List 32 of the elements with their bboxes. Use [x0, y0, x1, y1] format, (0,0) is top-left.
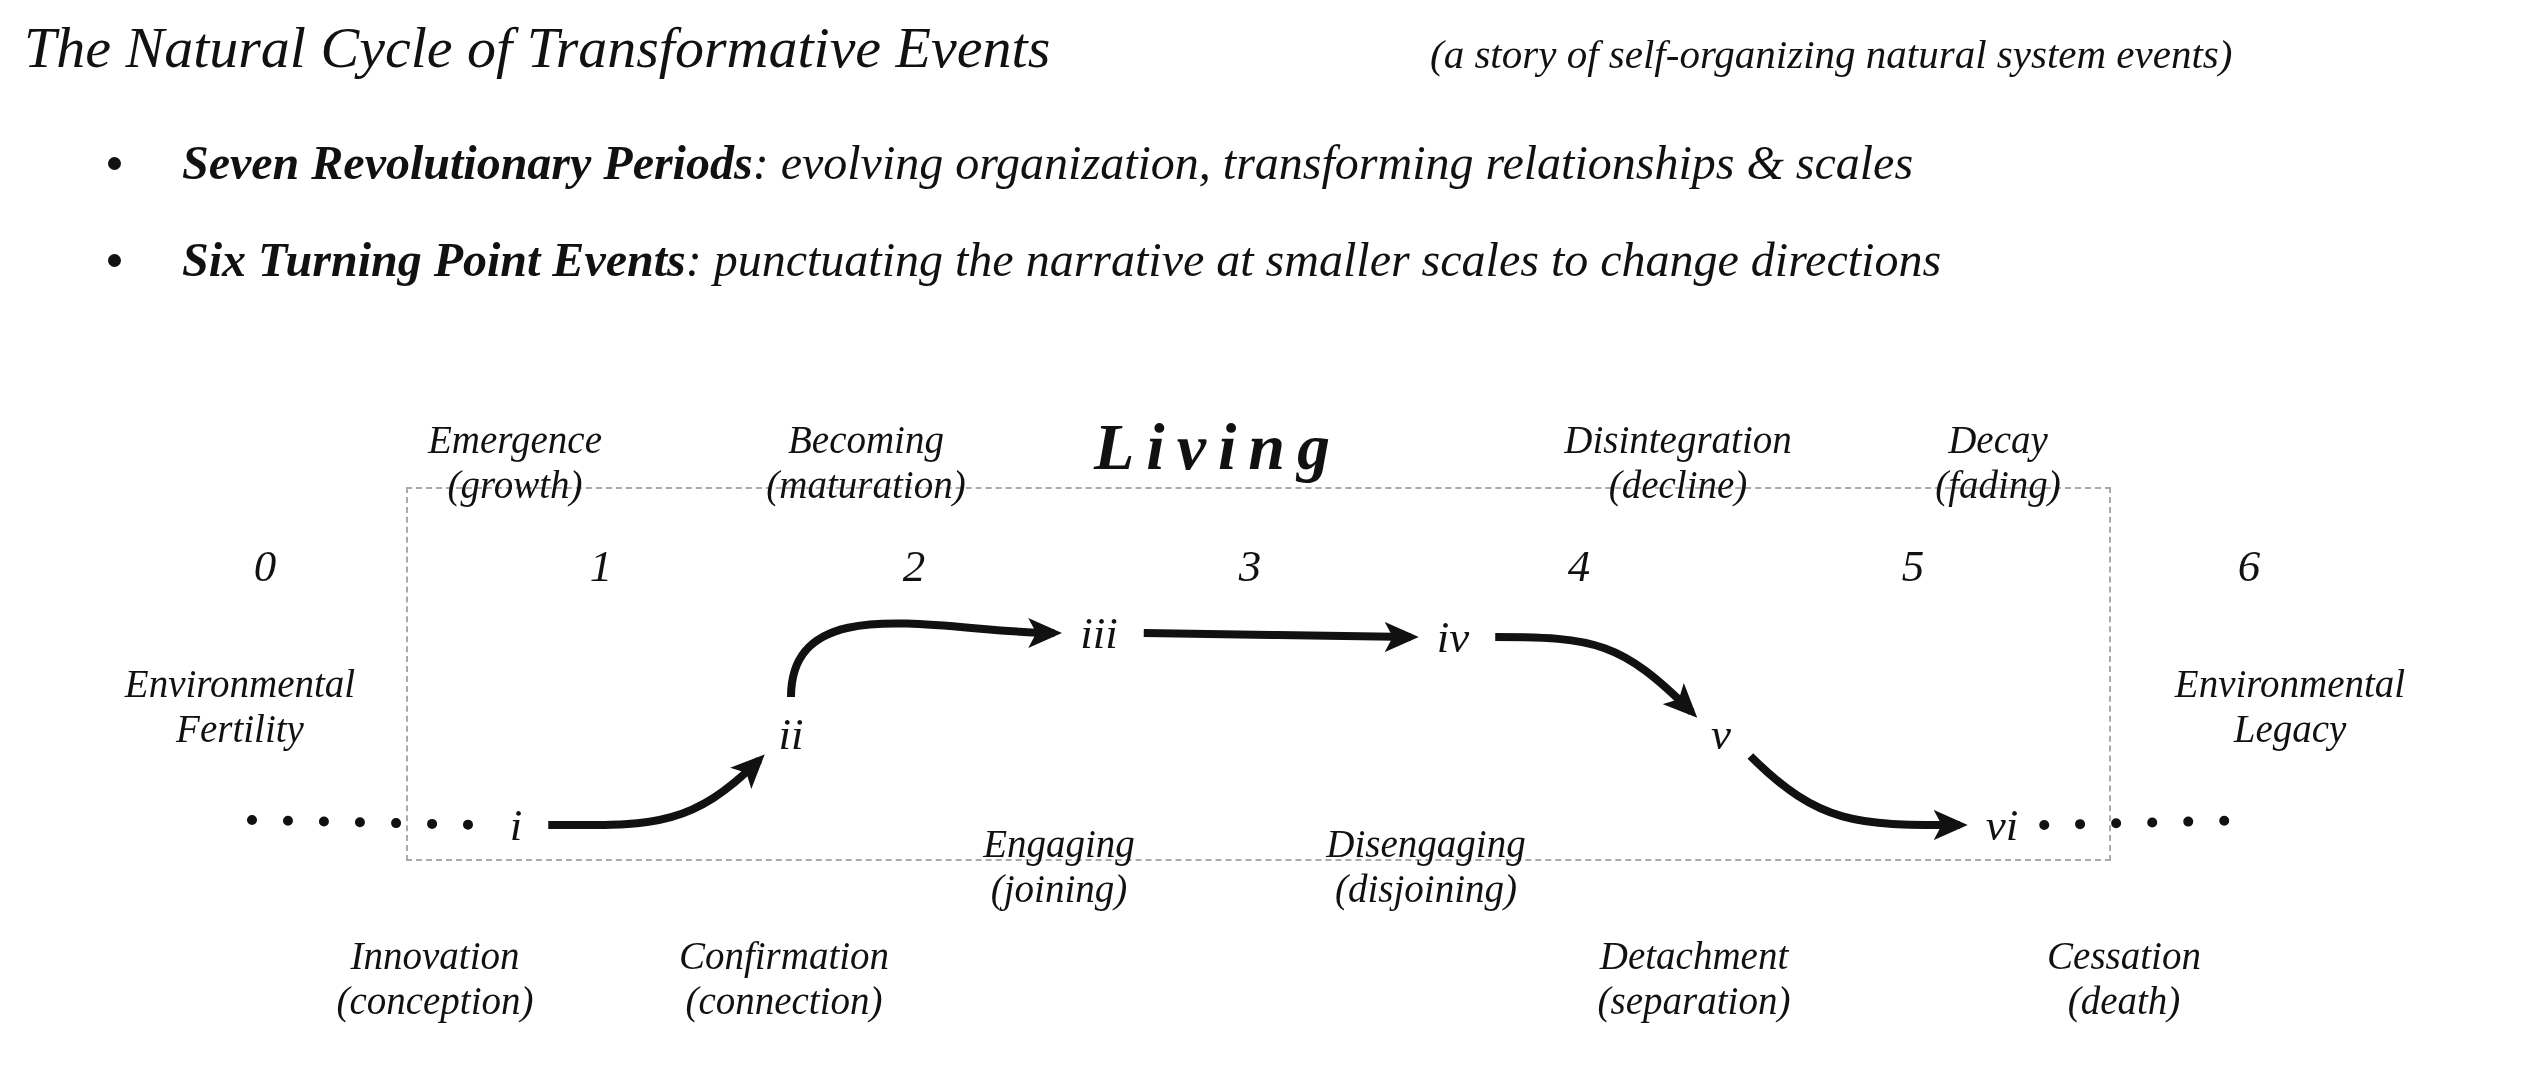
period-label: Decay (fading) — [1934, 417, 2062, 507]
event-label: Confirmation (connection) — [677, 933, 891, 1023]
event-numeral: v — [1707, 708, 1735, 760]
period-label: Becoming (maturation) — [765, 417, 967, 507]
event-label: Cessation (death) — [2046, 933, 2202, 1023]
arrow — [787, 617, 1063, 698]
event-numeral: vi — [1981, 799, 2023, 851]
period-number: 3 — [1238, 540, 1262, 592]
arrow — [1747, 753, 1968, 840]
environment-label: Environmental Fertility — [123, 661, 357, 751]
bullet-text: Six Turning Point Events: punctuating the narrative at smaller scales to change directions — [182, 232, 1942, 287]
period-number: 6 — [2237, 540, 2261, 592]
event-numeral: iii — [1076, 607, 1122, 659]
period-number: 2 — [902, 540, 926, 592]
event-label: Detachment (separation) — [1596, 933, 1792, 1023]
event-numeral: iv — [1432, 611, 1474, 663]
environment-label: Environmental Legacy — [2173, 661, 2407, 751]
period-number: 1 — [589, 540, 613, 592]
event-label: Disengaging (disjoining) — [1325, 821, 1527, 911]
event-numeral: ii — [774, 708, 808, 760]
period-number: 4 — [1567, 540, 1591, 592]
bullet-text: Seven Revolutionary Periods: evolving organization, transforming relationships & scales — [182, 135, 1914, 190]
event-label: Innovation (conception) — [335, 933, 535, 1023]
group-title: Living — [1094, 409, 1342, 485]
period-number: 0 — [253, 540, 277, 592]
subtitle: (a story of self-organizing natural system events) — [1430, 30, 2233, 78]
period-label: Emergence (growth) — [426, 417, 603, 507]
title: The Natural Cycle of Transformative Events — [24, 14, 1051, 81]
period-label: Disintegration (decline) — [1563, 417, 1793, 507]
event-label: Engaging (joining) — [982, 821, 1136, 911]
event-numeral: i — [505, 799, 527, 851]
period-number: 5 — [1901, 540, 1925, 592]
